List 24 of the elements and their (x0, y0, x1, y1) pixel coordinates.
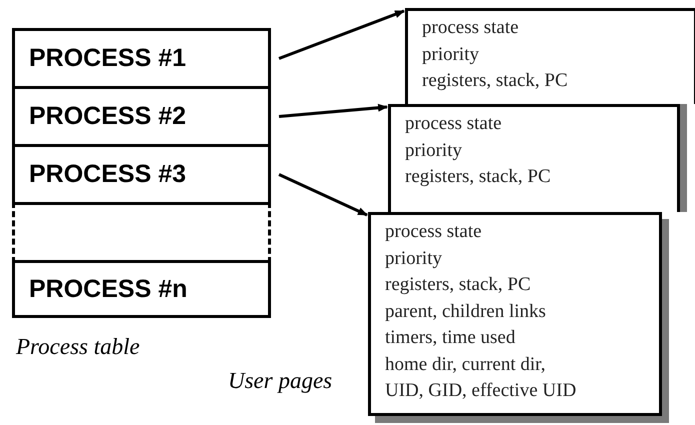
field-text: priority (422, 42, 479, 66)
field-text: registers, stack, PC (405, 165, 551, 189)
field-text: registers, stack, PC (422, 69, 568, 93)
table-row: PROCESS #3 (12, 144, 271, 205)
user-page-card (405, 8, 695, 104)
arrow (278, 10, 405, 60)
field-text: home dir, current dir, (385, 352, 546, 376)
field-text: UID, GID, effective UID (385, 379, 576, 403)
field-text: timers, time used (385, 326, 516, 350)
field-text: priority (385, 246, 442, 270)
arrow (278, 104, 388, 118)
field-text: process state (385, 220, 482, 244)
arrow (278, 173, 368, 216)
field-text: process state (422, 16, 519, 40)
table-row: PROCESS #n (12, 260, 271, 318)
group-caption: User pages (228, 368, 332, 394)
table-row: PROCESS #1 (12, 28, 271, 89)
table-caption: Process table (16, 334, 140, 360)
field-text: parent, children links (385, 300, 546, 324)
field-text: priority (405, 138, 462, 162)
field-text: registers, stack, PC (385, 273, 531, 297)
empty-row (12, 202, 271, 263)
table-row: PROCESS #2 (12, 86, 271, 147)
field-text: process state (405, 112, 502, 136)
